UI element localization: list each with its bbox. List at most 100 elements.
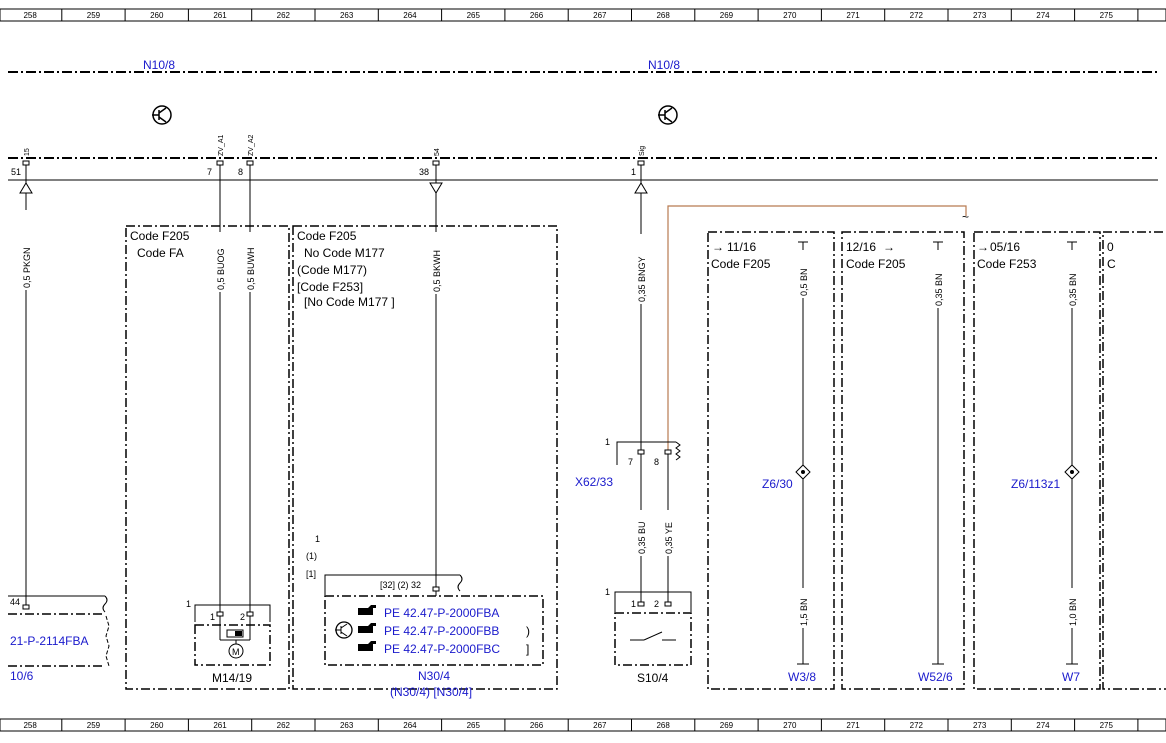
switch-s10-4: 1 1 2 S10/4 bbox=[605, 587, 692, 685]
svg-text:Sig: Sig bbox=[639, 146, 646, 156]
pointing-hand-icon bbox=[358, 623, 376, 633]
svg-text:0,5 BN: 0,5 BN bbox=[799, 268, 809, 296]
pe-link[interactable]: PE 42.47-P-2000FBC bbox=[384, 642, 500, 656]
grid-label: 265 bbox=[467, 11, 481, 20]
grid-label: 275 bbox=[1100, 11, 1114, 20]
pin-15: 15 51 bbox=[11, 148, 31, 177]
svg-text:2: 2 bbox=[654, 599, 659, 609]
code-label: No Code M177 bbox=[304, 246, 385, 260]
svg-text:→: → bbox=[977, 240, 989, 254]
component-label: S10/4 bbox=[637, 671, 669, 685]
grid-label: 263 bbox=[340, 721, 354, 730]
svg-text:1,5 BN: 1,5 BN bbox=[799, 598, 809, 626]
transistor-icon bbox=[658, 105, 678, 125]
svg-text:2: 2 bbox=[240, 612, 245, 622]
svg-text:Code F253: Code F253 bbox=[977, 257, 1037, 271]
pin-54: 54 38 bbox=[419, 148, 441, 177]
splice-z6-30: 0,5 BN Z6/30 1,5 BN W3/8 bbox=[762, 241, 816, 684]
module-n30-4: 1 (1) [1] [32] (2) 32 PE 42.47-P-2000FBA… bbox=[306, 534, 544, 699]
svg-text:ZV_A1: ZV_A1 bbox=[218, 134, 225, 156]
grid-label: 262 bbox=[277, 721, 291, 730]
svg-text:51: 51 bbox=[11, 167, 21, 177]
box-header: → 11/16 Code F205 bbox=[711, 240, 771, 271]
code-box-05-16 bbox=[973, 231, 1101, 690]
transistor-icon bbox=[335, 621, 353, 639]
svg-text:(1): (1) bbox=[306, 551, 317, 561]
pe-link[interactable]: PE 42.47-P-2000FBA bbox=[384, 606, 499, 620]
grid-label: 260 bbox=[150, 721, 164, 730]
svg-text:): ) bbox=[526, 624, 530, 638]
svg-text:38: 38 bbox=[419, 167, 429, 177]
svg-text:1: 1 bbox=[210, 612, 215, 622]
grid-label: 259 bbox=[87, 11, 101, 20]
component-label: Z6/30 bbox=[762, 477, 793, 491]
box-header: 0 C bbox=[1107, 240, 1116, 271]
splice-z6-113z1: 0,35 BN Z6/113z1 1,0 BN W7 bbox=[1011, 241, 1081, 684]
svg-text:15: 15 bbox=[24, 148, 31, 156]
pointing-hand-icon bbox=[358, 605, 376, 615]
svg-text:12/16: 12/16 bbox=[846, 240, 876, 254]
grid-label: 262 bbox=[277, 11, 291, 20]
left-code: 10/6 bbox=[10, 669, 34, 683]
wire-label-bngy: 0,35 BNGY bbox=[637, 256, 647, 302]
code-label: [Code F253] bbox=[297, 280, 363, 294]
grid-label: 271 bbox=[846, 721, 860, 730]
svg-text:7: 7 bbox=[207, 167, 212, 177]
pe-link[interactable]: PE 42.47-P-2000FBB bbox=[384, 624, 499, 638]
grid-label: 258 bbox=[23, 11, 37, 20]
module-label-left: N10/8 bbox=[143, 58, 175, 72]
connector-x62-33: 1 7 8 X62/33 bbox=[575, 437, 681, 489]
grid-label: 266 bbox=[530, 721, 544, 730]
grid-label: 270 bbox=[783, 11, 797, 20]
svg-text:→: → bbox=[712, 240, 724, 254]
svg-text:05/16: 05/16 bbox=[990, 240, 1020, 254]
svg-text:1: 1 bbox=[605, 437, 610, 447]
module-label-right: N10/8 bbox=[648, 58, 680, 72]
code-box-fa bbox=[125, 225, 290, 690]
grid-label: 263 bbox=[340, 11, 354, 20]
code-label: Code F205 bbox=[130, 229, 190, 243]
grid-label: 269 bbox=[720, 11, 734, 20]
left-reference: 21-P-2114FBA bbox=[10, 634, 89, 648]
component-label: M14/19 bbox=[212, 671, 252, 685]
switch-icon bbox=[630, 631, 676, 641]
grid-label: 264 bbox=[403, 11, 417, 20]
svg-text:Code F205: Code F205 bbox=[846, 257, 906, 271]
svg-text:1: 1 bbox=[186, 599, 191, 609]
grid-label: 260 bbox=[150, 11, 164, 20]
input-arrow-icon bbox=[429, 182, 443, 194]
transistor-icon bbox=[152, 105, 172, 125]
grid-label: 273 bbox=[973, 721, 987, 730]
grid-label: 261 bbox=[213, 721, 227, 730]
grid-label: 268 bbox=[656, 721, 670, 730]
code-label: Code FA bbox=[137, 246, 184, 260]
pointing-hand-icon bbox=[358, 641, 376, 651]
svg-text:1,0 BN: 1,0 BN bbox=[1068, 598, 1078, 626]
code-box-m177 bbox=[292, 225, 558, 690]
grid-label: 270 bbox=[783, 721, 797, 730]
ground-label: W7 bbox=[1062, 670, 1080, 684]
component-left-partial: 44 21-P-2114FBA 10/6 bbox=[8, 595, 110, 683]
svg-text:C: C bbox=[1107, 257, 1116, 271]
grid-label: 268 bbox=[656, 11, 670, 20]
svg-text:1: 1 bbox=[631, 599, 636, 609]
motor-m14-19: 1 1 2 M M14/19 bbox=[186, 599, 271, 685]
pin-zv-a2: ZV_A2 8 bbox=[238, 134, 255, 177]
grid-label: 271 bbox=[846, 11, 860, 20]
svg-text:44: 44 bbox=[10, 597, 20, 607]
grid-label: 274 bbox=[1036, 721, 1050, 730]
wire-label-ye: 0,35 YE bbox=[664, 522, 674, 554]
component-label: N30/4 bbox=[418, 669, 450, 683]
svg-text:Code F205: Code F205 bbox=[711, 257, 771, 271]
grid-label: 258 bbox=[23, 721, 37, 730]
grid-label: 267 bbox=[593, 721, 607, 730]
wire-label-bu: 0,35 BU bbox=[637, 521, 647, 554]
ground-label: W3/8 bbox=[788, 670, 816, 684]
wire-label-buog: 0,5 BUOG bbox=[216, 248, 226, 290]
grid-label: 264 bbox=[403, 721, 417, 730]
grid-label: 269 bbox=[720, 721, 734, 730]
code-box-partial bbox=[1102, 231, 1166, 690]
wire-label-bkwh: 0,5 BKWH bbox=[432, 250, 442, 292]
grid-label: 274 bbox=[1036, 11, 1050, 20]
